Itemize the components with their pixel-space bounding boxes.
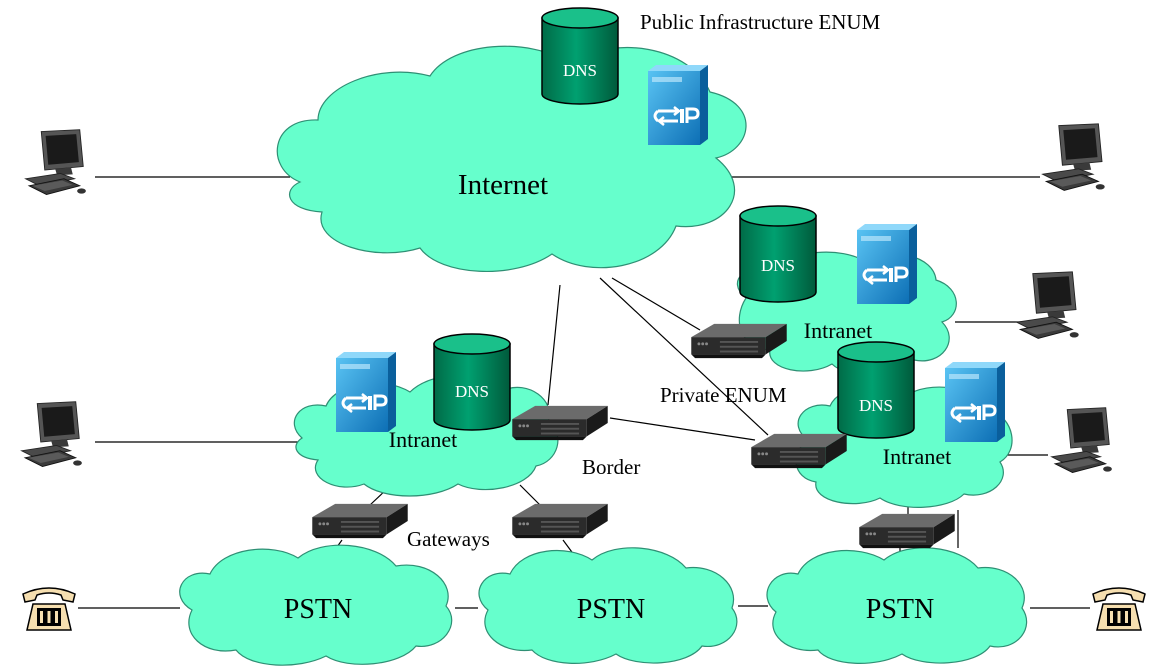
- gateway-device-icon: [512, 503, 608, 539]
- dns-label: DNS: [859, 396, 893, 415]
- dns-cylinder-icon: DNS: [541, 7, 619, 105]
- telephone-icon: [22, 587, 76, 631]
- dns-label: DNS: [761, 256, 795, 275]
- private-enum-label: Private ENUM: [660, 383, 787, 407]
- link-gateway2-intranet: [519, 484, 541, 506]
- computer-icon: [24, 129, 87, 196]
- gateway-device-icon: [859, 513, 955, 549]
- intranet-label-bottom-right: Intranet: [883, 444, 951, 469]
- gateways-label: Gateways: [407, 527, 490, 551]
- sip-server-icon: [648, 65, 708, 145]
- computer-icon: [20, 401, 83, 468]
- dns-label: DNS: [455, 382, 489, 401]
- pstn-cloud-left: [179, 544, 453, 666]
- link-border-border: [609, 417, 756, 441]
- internet-label: Internet: [458, 169, 548, 201]
- intranet-label-left: Intranet: [389, 427, 457, 452]
- link-internet-gateway-top-right: [611, 277, 701, 331]
- pstn-label-right: PSTN: [866, 594, 934, 625]
- link-internet-border-right: [599, 277, 769, 436]
- intranet-label-top-right: Intranet: [804, 318, 872, 343]
- dns-cylinder-icon: DNS: [739, 205, 817, 303]
- dns-cylinder-icon: DNS: [433, 333, 511, 431]
- dns-cylinder-icon: DNS: [837, 341, 915, 439]
- border-label: Border: [582, 455, 640, 479]
- computer-icon: [1042, 123, 1106, 191]
- gateway-device-icon: [312, 503, 408, 539]
- public-enum-label: Public Infrastructure ENUM: [640, 10, 881, 34]
- internet-cloud: [276, 45, 747, 273]
- telephone-icon: [1092, 587, 1146, 631]
- pstn-label-middle: PSTN: [577, 594, 645, 625]
- computer-icon: [1016, 271, 1080, 339]
- pstn-cloud-middle: [478, 547, 738, 664]
- sip-server-icon: [857, 224, 917, 304]
- pstn-label-left: PSTN: [284, 594, 352, 625]
- sip-server-icon: [336, 352, 396, 432]
- pstn-cloud-right: [766, 547, 1028, 664]
- dns-label: DNS: [563, 61, 597, 80]
- computer-icon: [1050, 407, 1113, 474]
- link-internet-intranet-left: [547, 284, 561, 406]
- sip-server-icon: [945, 362, 1005, 442]
- border-device-icon: [512, 405, 608, 441]
